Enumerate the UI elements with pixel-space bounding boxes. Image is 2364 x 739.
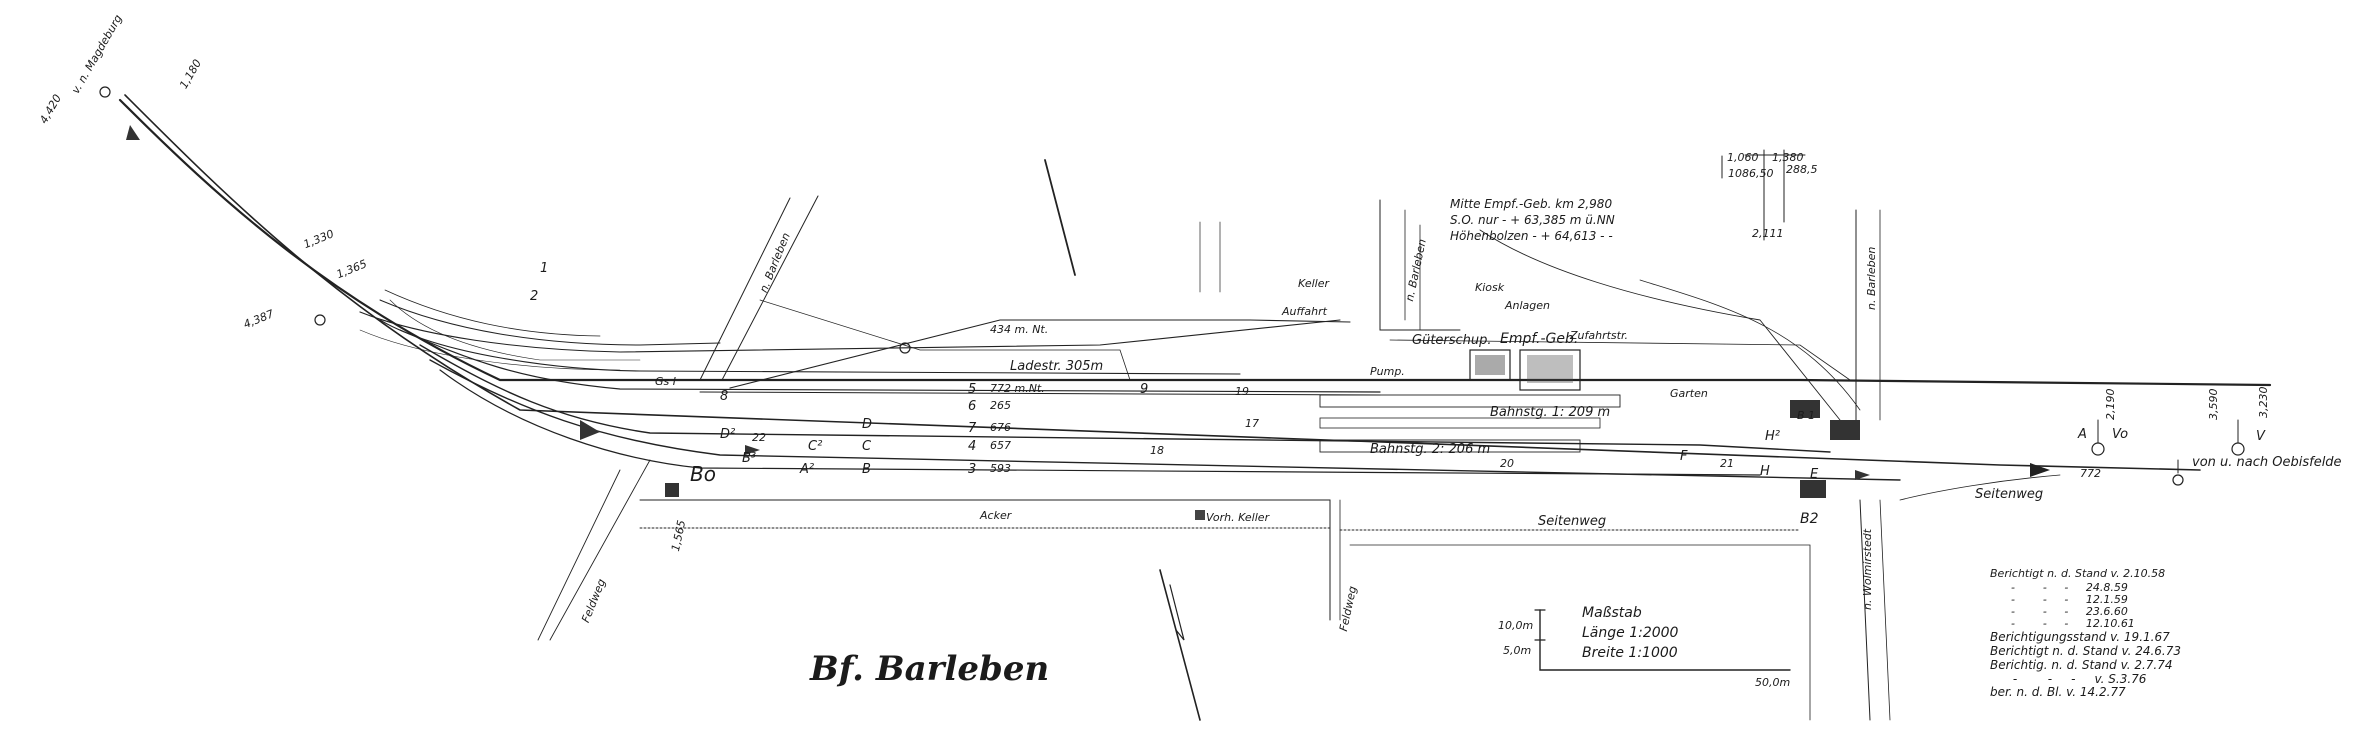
- ref-a: 1,060: [1727, 151, 1759, 164]
- track-7: 7: [968, 421, 977, 436]
- revision-list: Berichtigt n. d. Stand v. 2.10.58 - - - …: [1990, 568, 2330, 700]
- street-seitenweg-2: Seitenweg: [1975, 487, 2044, 502]
- signal-H2: H²: [1765, 429, 1780, 444]
- ref-b: 1,380: [1772, 151, 1804, 164]
- signal-F: F: [1680, 449, 1688, 464]
- revision-entry: Berichtig. n. d. Stand v. 2.7.74: [1990, 658, 2173, 672]
- km-9: 3,230: [2257, 386, 2270, 419]
- revision-entry: Berichtigt n. d. Stand v. 24.6.73: [1990, 644, 2182, 658]
- track-8: 8: [720, 389, 729, 404]
- revision-entry: Berichtigt n. d. Stand v. 2.10.58: [1990, 567, 2166, 580]
- street-garten: Garten: [1670, 387, 1708, 400]
- scale-vert-5: 5,0m: [1503, 644, 1532, 657]
- signal-Vo: Vo: [2112, 427, 2129, 442]
- note-1: Mitte Empf.-Geb. km 2,980: [1450, 197, 1613, 211]
- track-6: 6: [968, 399, 977, 414]
- signal-D2: D²: [720, 427, 736, 442]
- building-kiosk: Kiosk: [1475, 281, 1505, 294]
- track-4: 4: [968, 439, 977, 454]
- signal-C2: C²: [808, 439, 823, 454]
- ref-d: 288,5: [1786, 163, 1818, 176]
- diagram-title: Bf. Barleben: [810, 649, 1050, 689]
- km-8: 3,590: [2207, 388, 2220, 421]
- track-5-length: 772 m.Nt.: [990, 382, 1045, 395]
- note-3: Höhenbolzen - + 64,613 - -: [1450, 229, 1613, 243]
- km-10: 772: [2080, 467, 2101, 480]
- switch-19: 19: [1235, 385, 1249, 398]
- scale-width: Breite 1:1000: [1582, 645, 1678, 661]
- signal-A2: A²: [800, 462, 815, 477]
- switch-18: 18: [1150, 444, 1164, 457]
- scale-horiz-50: 50,0m: [1755, 676, 1791, 689]
- revision-entry: - - - 23.6.60: [1990, 605, 2128, 618]
- street-barleben-3: n. Barleben: [1865, 246, 1878, 310]
- switch-17: 17: [1245, 417, 1259, 430]
- direction-oebisfelde: von u. nach Oebisfelde: [2192, 455, 2342, 470]
- track-2: 2: [530, 289, 539, 304]
- signal-E: E: [1810, 467, 1819, 482]
- track-1: 1: [540, 261, 549, 276]
- signal-C: C: [862, 439, 872, 454]
- building-pump: Pump.: [1370, 365, 1405, 378]
- street-seitenweg-1: Seitenweg: [1538, 514, 1607, 529]
- platform-1-length: Bahnstg. 1: 209 m: [1490, 405, 1611, 420]
- track-5: 5: [968, 382, 977, 397]
- revision-entry: - - - v. S.3.76: [1990, 672, 2147, 686]
- switch-21: 21: [1720, 457, 1734, 470]
- street-zufahrt: Zufahrtstr.: [1570, 329, 1628, 342]
- ladestrasse-length: Ladestr. 305m: [1010, 359, 1104, 374]
- platform-2-length: Bahnstg. 2: 206 m: [1370, 442, 1491, 457]
- ref-c: 1086,50: [1728, 167, 1774, 180]
- ref-e: 2,111: [1752, 227, 1784, 240]
- scale-vert-10: 10,0m: [1498, 619, 1534, 632]
- building-vorh: Vorh. Keller: [1206, 511, 1270, 524]
- signal-A: A: [2078, 427, 2087, 442]
- building-stellwerk-bo: Bo: [690, 462, 716, 486]
- signal-V: V: [2256, 429, 2265, 444]
- revision-entry: Berichtigungsstand v. 19.1.67: [1990, 630, 2170, 644]
- street-acker: Acker: [980, 509, 1012, 522]
- signal-D: D: [862, 417, 873, 432]
- track-3-length: 593: [990, 462, 1011, 475]
- street-wolmirstedt: n. Wolmirstedt: [1861, 528, 1874, 610]
- signal-H: H: [1760, 464, 1770, 479]
- track-4-length: 657: [990, 439, 1011, 452]
- revision-entry: - - - 24.8.59: [1990, 581, 2128, 594]
- street-anlagen: Anlagen: [1505, 299, 1551, 312]
- track-7-length: 676: [990, 421, 1011, 434]
- switch-22: 22: [752, 431, 766, 444]
- building-gueter: Güterschup.: [1412, 333, 1492, 348]
- revision-entry: - - - 12.1.59: [1990, 593, 2128, 606]
- street-keller: Keller: [1298, 277, 1329, 290]
- revision-entry: ber. n. d. Bl. v. 14.2.77: [1990, 685, 2126, 699]
- km-7: 2,190: [2104, 388, 2117, 421]
- track-3: 3: [968, 462, 977, 477]
- upper-track-length: 434 m. Nt.: [990, 323, 1049, 336]
- track-9: 9: [1140, 382, 1149, 397]
- signal-B3: B³: [742, 451, 757, 466]
- track-gs1: Gs I: [655, 375, 676, 388]
- signal-B: B: [862, 462, 871, 477]
- switch-20: 20: [1500, 457, 1514, 470]
- note-2: S.O. nur - + 63,385 m ü.NN: [1450, 213, 1615, 227]
- track-6-length: 265: [990, 399, 1011, 412]
- building-empf: Empf.-Geb.: [1500, 331, 1579, 347]
- street-auffahrt: Auffahrt: [1282, 305, 1327, 318]
- building-stellwerk-b2: B2: [1800, 511, 1819, 527]
- revision-entry: - - - 12.10.61: [1990, 617, 2135, 630]
- scale-heading: Maßstab: [1582, 605, 1642, 621]
- building-b-left: B 1: [1797, 409, 1816, 422]
- scale-length: Länge 1:2000: [1582, 625, 1679, 641]
